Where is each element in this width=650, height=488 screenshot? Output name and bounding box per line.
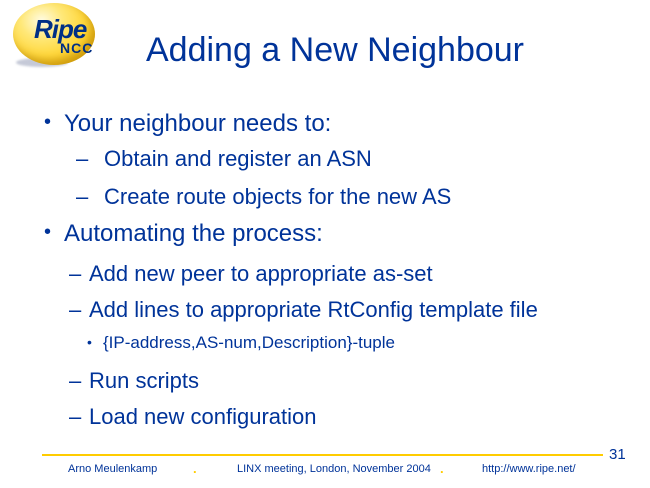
footer-separator-icon: . <box>193 461 197 476</box>
bullet-text: Automating the process: <box>64 220 323 247</box>
bullet-text: Add new peer to appropriate as-set <box>89 261 433 286</box>
dash-icon: – <box>76 184 89 209</box>
bullet-text: Your neighbour needs to: <box>64 110 332 137</box>
footer-divider <box>42 454 603 456</box>
bullet-text: Run scripts <box>89 368 200 393</box>
slide-title: Adding a New Neighbour <box>145 31 525 69</box>
footer-url: http://www.ripe.net/ <box>482 463 576 475</box>
bullet-dot-icon: • <box>44 111 52 133</box>
dash-icon: – <box>76 146 89 171</box>
bullet-text: Obtain and register an ASN <box>104 146 372 171</box>
ripe-ncc-logo: Ripe NCC <box>0 0 110 75</box>
bullet-text: Create route objects for the new AS <box>104 184 452 209</box>
dash-icon: – <box>69 368 82 393</box>
dash-icon: – <box>69 404 82 429</box>
dash-icon: – <box>69 261 82 286</box>
logo-text-ripe: Ripe <box>34 14 87 44</box>
footer-separator-icon: . <box>440 461 444 476</box>
bullet-text: {IP-address,AS-num,Description}-tuple <box>103 333 395 352</box>
footer-meeting-info: LINX meeting, London, November 2004 <box>237 463 431 475</box>
page-number: 31 <box>609 446 626 463</box>
bullet-dot-icon: • <box>44 221 52 243</box>
bullet-dot-icon: • <box>87 334 92 350</box>
footer-author: Arno Meulenkamp <box>68 463 158 475</box>
dash-icon: – <box>69 297 82 322</box>
logo-text-ncc: NCC <box>60 40 94 56</box>
bullet-text: Load new configuration <box>89 404 317 429</box>
bullet-text: Add lines to appropriate RtConfig templa… <box>89 297 538 322</box>
logo-globe-icon <box>13 3 95 65</box>
